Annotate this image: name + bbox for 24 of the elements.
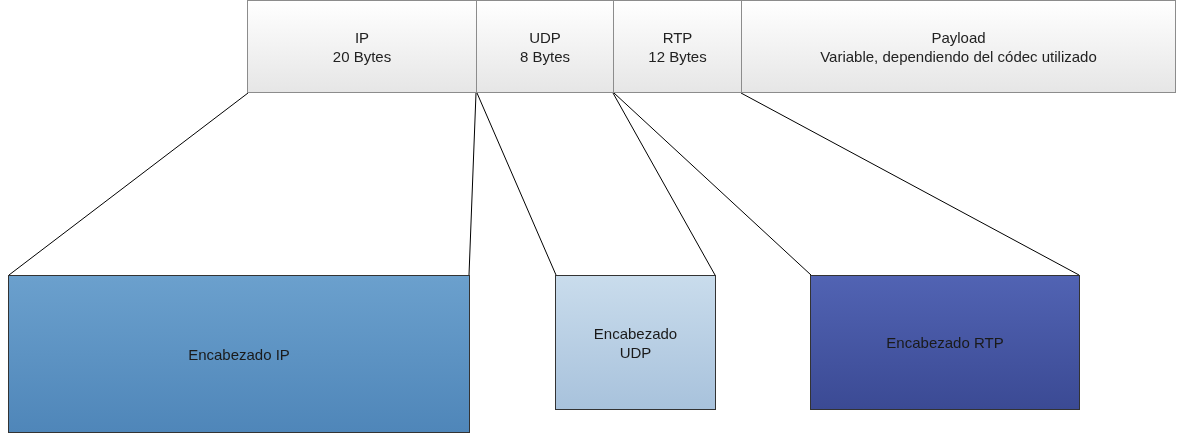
expansion-line bbox=[612, 92, 716, 276]
field-size: 20 Bytes bbox=[332, 46, 392, 66]
header-block bbox=[555, 275, 716, 410]
field-size: 12 Bytes bbox=[648, 46, 707, 66]
block-label: Encabezado UDP bbox=[592, 323, 679, 362]
header-block bbox=[810, 275, 1080, 410]
field-name: RTP bbox=[662, 27, 693, 47]
field-size: Variable, dependiendo del códec utilizado bbox=[820, 46, 1097, 66]
expansion-line bbox=[476, 92, 557, 276]
field-name: Payload bbox=[931, 27, 986, 47]
payload-field bbox=[741, 0, 1176, 93]
field-name: IP bbox=[354, 27, 370, 47]
expansion-line bbox=[740, 92, 1080, 276]
block-label: Encabezado RTP bbox=[886, 333, 1004, 352]
header-field bbox=[613, 0, 742, 93]
expansion-line bbox=[8, 92, 249, 276]
header-field bbox=[247, 0, 477, 93]
header-field bbox=[476, 0, 614, 93]
field-size: 8 Bytes bbox=[520, 46, 570, 66]
expansion-line bbox=[468, 92, 477, 276]
block-label: Encabezado IP bbox=[188, 344, 290, 364]
field-name: UDP bbox=[529, 27, 561, 47]
header-block bbox=[8, 275, 470, 433]
expansion-line bbox=[613, 92, 812, 276]
